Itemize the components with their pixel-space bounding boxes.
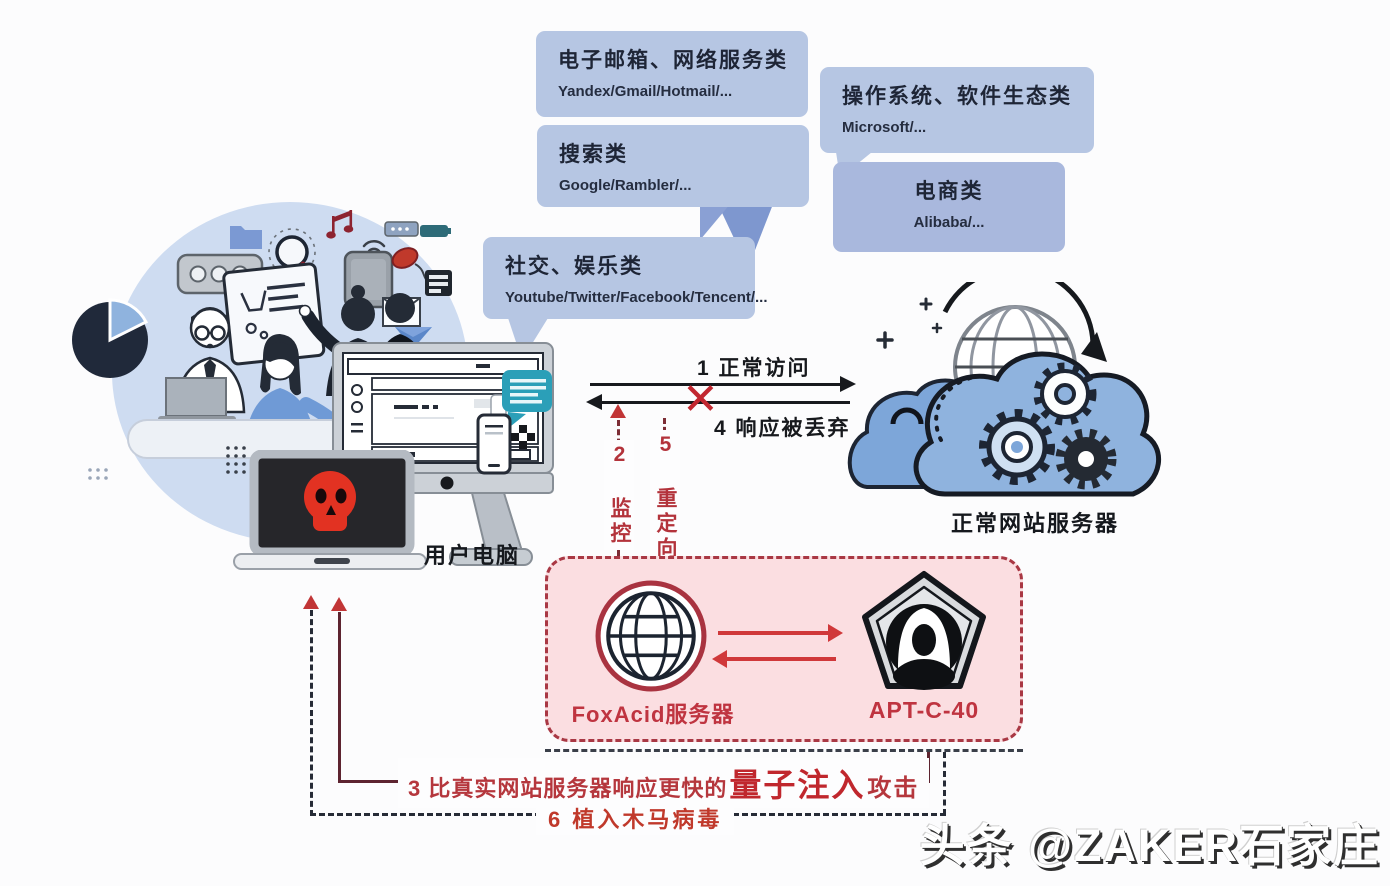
flow3-label-prefix: 3 比真实网站服务器响应更快的 <box>408 776 728 801</box>
dpad-icon <box>511 425 535 449</box>
monitor-camera-dot <box>440 476 454 490</box>
bubble-ecommerce-examples: Alibaba/... <box>913 214 985 231</box>
bubble-email-title: 电子邮箱、网络服务类 <box>558 49 788 72</box>
pentagon-hacker-icon <box>862 571 986 690</box>
flow1-label: 1 正常访问 <box>697 357 811 380</box>
bubble-social: 社交、娱乐类 Youtube/Twitter/Facebook/Tencent/… <box>483 237 768 319</box>
flow2-arrowhead <box>610 404 626 418</box>
exchange-arrow-right-head <box>828 624 843 642</box>
refresh-arrow-icon <box>942 282 1107 362</box>
foxacid-globe-icon <box>595 580 707 692</box>
cloud-server-icon <box>847 282 1161 497</box>
apt-label: APT-C-40 <box>868 697 980 723</box>
flow3-label-suffix: 攻击 <box>867 775 920 802</box>
bubble-social-title: 社交、娱乐类 <box>505 255 643 278</box>
sparkle-icon <box>876 297 943 349</box>
folder-icon <box>230 226 262 249</box>
flow6-arrowhead <box>303 595 319 609</box>
flow6-line-right <box>943 752 946 815</box>
monitor-base <box>449 548 533 566</box>
battery-icon <box>420 225 451 237</box>
user-computer-label: 用户电脑 <box>424 543 521 568</box>
foxacid-label: FoxAcid服务器 <box>571 702 735 727</box>
watermark: 头条 @ZAKER石家庄 <box>919 820 1380 871</box>
exchange-arrow-left-line <box>724 657 836 661</box>
gear-icon-blue <box>979 409 1055 485</box>
bubble-social-examples: Youtube/Twitter/Facebook/Tencent/... <box>505 289 768 306</box>
laptop-icon <box>233 450 427 570</box>
flow5-label: 5 重定向 <box>650 430 680 565</box>
gear-icon-white <box>1033 362 1097 426</box>
flow3-label: 3 比真实网站服务器响应更快的量子注入攻击 <box>398 758 930 808</box>
bubble-os-title: 操作系统、软件生态类 <box>842 85 1072 108</box>
flow3-arrowhead <box>331 597 347 611</box>
flow6-label: 6 植入木马病毒 <box>536 801 735 835</box>
pie-chart-icon <box>72 298 149 378</box>
flow3-line-left <box>338 612 341 782</box>
normal-server-label: 正常网站服务器 <box>950 511 1119 536</box>
music-note-icon <box>326 210 354 239</box>
flow1-line <box>590 383 842 386</box>
dots-grid <box>226 446 246 474</box>
dots-grid-light <box>88 468 108 480</box>
blue-envelope-icon <box>395 327 432 349</box>
mouse-icon <box>391 247 430 283</box>
flow2-label: 2 监控 <box>604 440 634 550</box>
bubble-email-examples: Yandex/Gmail/Hotmail/... <box>558 83 733 100</box>
bubble-email: 电子邮箱、网络服务类 Yandex/Gmail/Hotmail/... <box>536 31 808 117</box>
x-mark-icon: ✕ <box>682 375 719 424</box>
smartphone-icon <box>476 413 512 475</box>
flow4-arrowhead <box>586 394 602 410</box>
usb-chip-icon <box>425 270 452 296</box>
flow4-line <box>600 401 850 404</box>
attack-box-underline <box>545 749 1023 752</box>
flow3-label-emphasis: 量子注入 <box>729 767 866 803</box>
bubble-os-examples: Microsoft/... <box>842 119 927 136</box>
bubble-search-examples: Google/Rambler/... <box>559 177 692 194</box>
bubble-search-title: 搜索类 <box>559 143 628 166</box>
flow1-arrowhead <box>840 376 856 392</box>
bubble-ecommerce-title: 电商类 <box>914 180 984 203</box>
flow4-label: 4 响应被丢弃 <box>714 417 851 440</box>
gear-icon-black <box>1055 428 1117 490</box>
flow6-line-left <box>310 610 313 816</box>
usb-card-icon <box>384 221 419 237</box>
attack-box: FoxAcid服务器 APT-C-40 <box>545 556 1023 742</box>
whiteboard-icon <box>222 262 326 366</box>
bubble-search: 搜索类 Google/Rambler/... <box>537 125 809 207</box>
exchange-arrow-right-line <box>718 631 830 635</box>
exchange-arrow-left-head <box>712 650 727 668</box>
chat-bubble-icon <box>502 370 552 430</box>
skull-icon <box>304 471 356 531</box>
bubble-ecommerce: 电商类 Alibaba/... <box>833 162 1065 252</box>
bubble-os: 操作系统、软件生态类 Microsoft/... <box>820 67 1094 153</box>
